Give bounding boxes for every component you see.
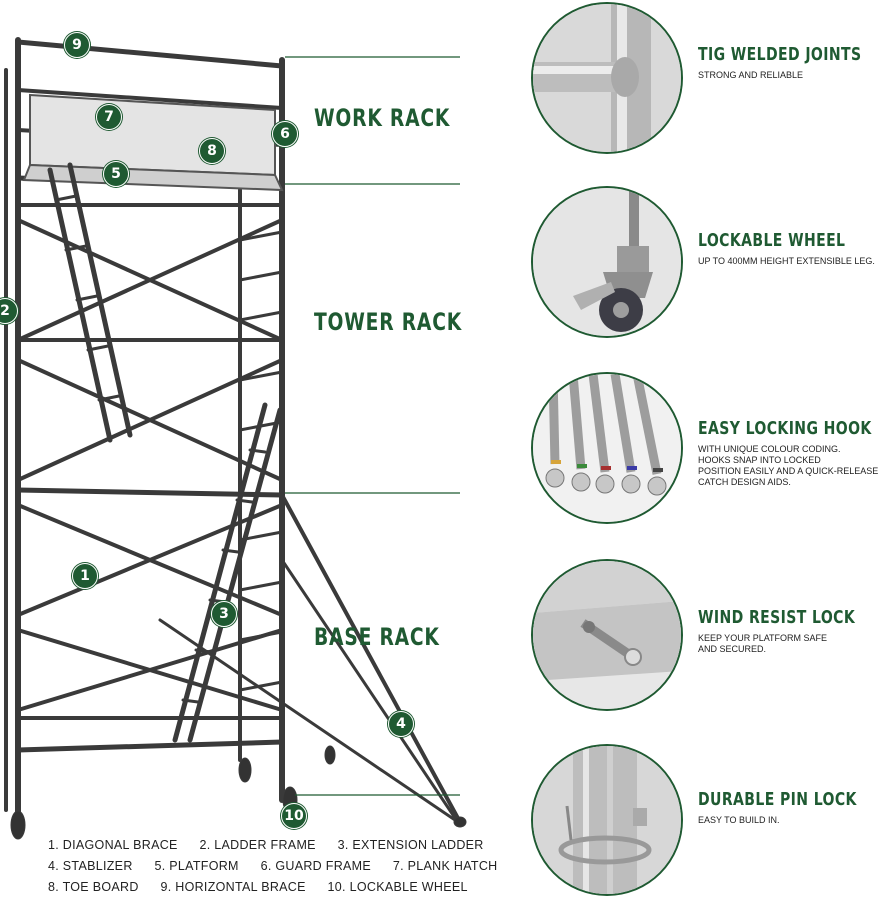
callout-plank-hatch: 7 [96,104,122,130]
legend-item: 10. LOCKABLE WHEEL [327,880,468,894]
legend-row: 4. STABLIZER 5. PLATFORM 6. GUARD FRAME … [48,859,516,880]
feature-desc-locking-hook: WITH UNIQUE COLOUR CODING. HOOKS SNAP IN… [698,444,879,487]
legend-item: 9. HORIZONTAL BRACE [160,880,306,894]
feature-desc-tig-welded: STRONG AND RELIABLE [698,70,804,80]
callout-extension-ladder: 3 [211,601,237,627]
wind-lock-photo [531,559,683,711]
base-rack-label: BASE RACK [314,623,440,651]
feature-desc-wind-resist: KEEP YOUR PLATFORM SAFE AND SECURED. [698,633,828,654]
tower-rack-label: TOWER RACK [314,308,463,336]
callout-horizontal-brace: 9 [64,32,90,58]
legend-item: 8. TOE BOARD [48,880,139,894]
locking-hooks-photo [531,372,683,524]
feature-desc-pin-lock: EASY TO BUILD IN. [698,815,780,825]
feature-title-pin-lock: DURABLE PIN LOCK [698,789,857,810]
feature-title-tig-welded: TIG WELDED JOINTS [698,44,862,65]
callout-guard-frame: 6 [272,121,298,147]
feature-title-locking-hook: EASY LOCKING HOOK [698,418,872,439]
legend-item: 7. PLANK HATCH [392,859,498,873]
callout-diagonal-brace: 1 [72,563,98,589]
scaffold-tower-illustration [4,37,467,840]
legend-item: 5. PLATFORM [154,859,239,873]
pin-lock-photo [531,744,683,896]
callout-lockable-wheel: 10 [281,803,307,829]
lockable-wheel-photo [531,186,683,338]
legend-item: 2. LADDER FRAME [199,838,316,852]
feature-title-lockable-wheel: LOCKABLE WHEEL [698,230,846,251]
legend-item: 4. STABLIZER [48,859,133,873]
legend-row: 8. TOE BOARD 9. HORIZONTAL BRACE 10. LOC… [48,880,516,901]
callout-platform: 5 [103,161,129,187]
feature-title-wind-resist: WIND RESIST LOCK [698,607,856,628]
work-rack-label: WORK RACK [314,104,451,132]
legend-row: 1. DIAGONAL BRACE 2. LADDER FRAME 3. EXT… [48,838,516,859]
legend-item: 1. DIAGONAL BRACE [48,838,178,852]
welded-joint-photo [531,2,683,154]
legend-item: 3. EXTENSION LADDER [337,838,484,852]
parts-legend: 1. DIAGONAL BRACE 2. LADDER FRAME 3. EXT… [48,838,516,901]
callout-toe-board: 8 [199,138,225,164]
legend-item: 6. GUARD FRAME [260,859,372,873]
feature-desc-lockable-wheel: UP TO 400MM HEIGHT EXTENSIBLE LEG. [698,256,875,266]
callout-stablizer: 4 [388,711,414,737]
